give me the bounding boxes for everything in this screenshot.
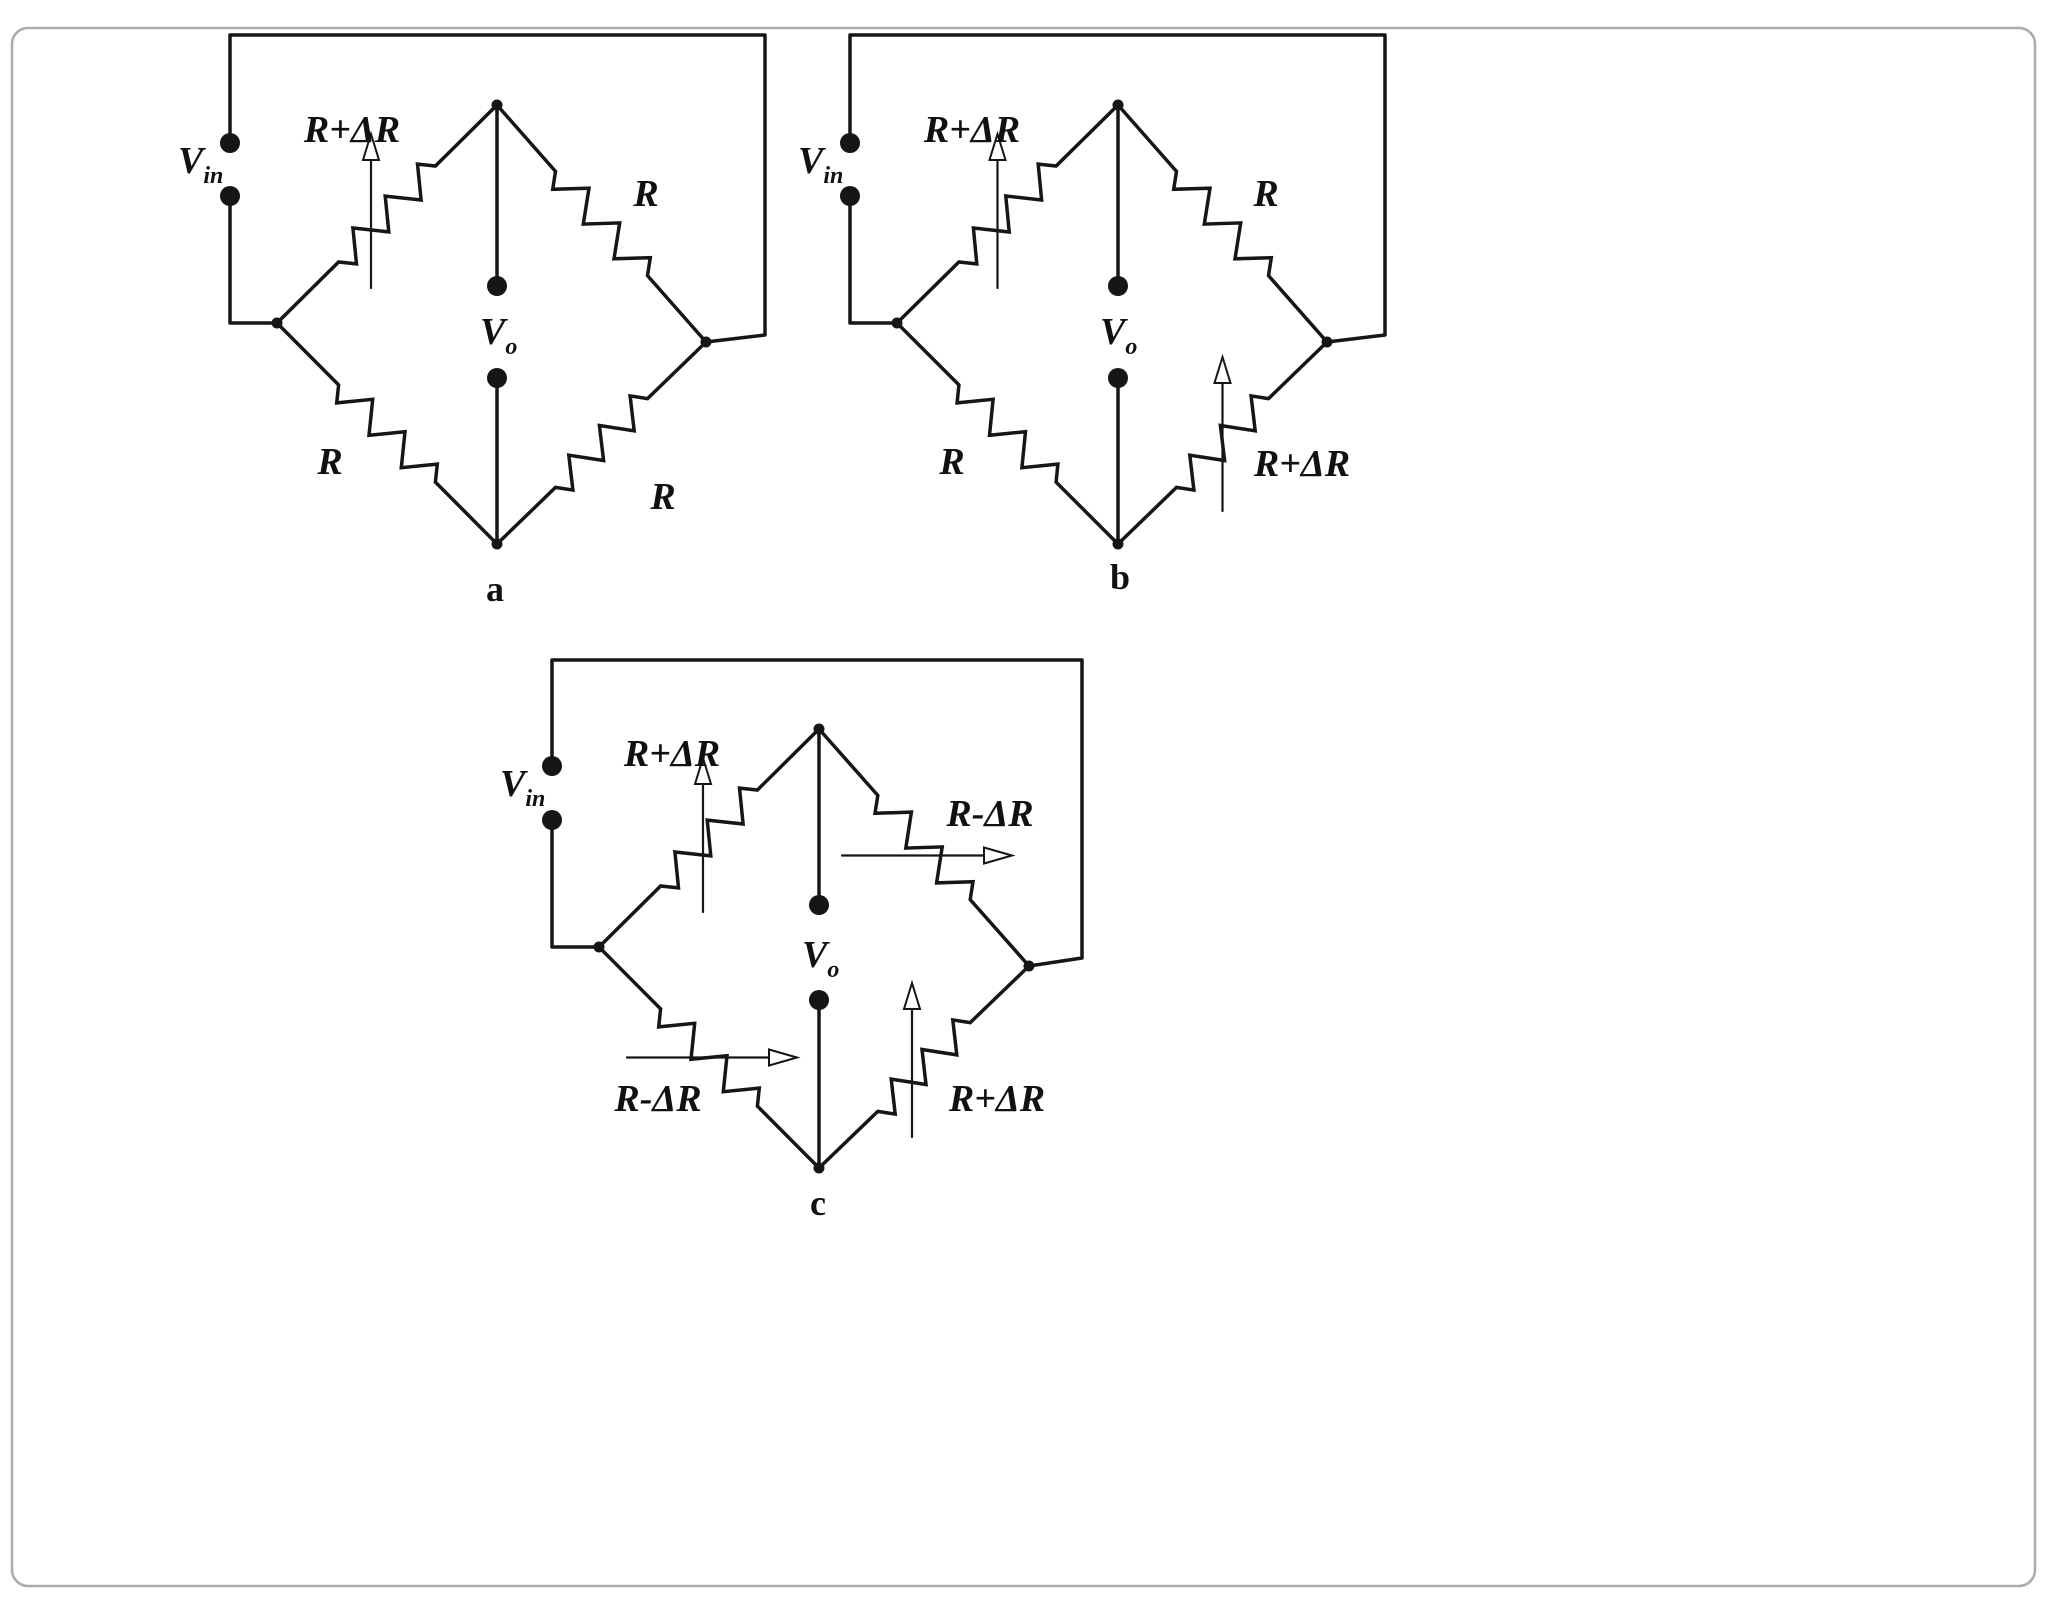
resistor-top-left (275, 103, 499, 325)
vo-terminal-dot (487, 276, 507, 296)
node-dot-right (700, 336, 712, 348)
wire (848, 194, 899, 325)
vo-label: Vo (480, 311, 517, 360)
vo-terminal-dot (487, 368, 507, 388)
vin-terminal-dot (220, 133, 240, 153)
wire (228, 33, 767, 344)
arrow-head-wiper-arrow-bottom-right (1213, 353, 1232, 384)
resistor-label-bottom-right: R+ΔR (948, 1078, 1045, 1120)
wire (550, 658, 1084, 968)
resistor-label-bottom-left: R (316, 441, 342, 483)
arrow-head-wiper-arrow-bottom-left (768, 1048, 801, 1067)
resistor-top-left (895, 103, 1120, 325)
resistor-top-left (597, 727, 821, 949)
arrow-head-wiper-arrow-top-right (983, 846, 1016, 865)
arrow-head-wiper-arrow-bottom-right (902, 979, 922, 1010)
figure-border (10, 26, 2037, 1588)
vin-terminal-dot (542, 810, 562, 830)
resistor-label-bottom-left: R-ΔR (613, 1078, 701, 1120)
vo-terminal-dot (1108, 368, 1128, 388)
subfigure-caption: a (486, 569, 504, 609)
vo-terminal-dot (809, 895, 829, 915)
resistor-label-bottom-left: R (938, 441, 964, 483)
bridge-a: Vin Vo R+ΔR R R R a (178, 33, 767, 609)
vo-label: Vo (1100, 311, 1137, 360)
bridge-b-circuit (840, 33, 1387, 550)
resistor-label-top-left: R+ΔR (303, 109, 400, 151)
wire (848, 33, 1387, 344)
resistor-label-bottom-right: R (649, 476, 675, 518)
resistor-bottom-right (495, 340, 708, 546)
resistor-bottom-left (895, 321, 1120, 546)
subfigure-caption: c (810, 1183, 826, 1223)
node-dot-bottom (1112, 538, 1124, 550)
wire (550, 818, 601, 949)
vin-label: Vin (798, 140, 843, 189)
node-dot-left (891, 317, 903, 329)
vin-label: Vin (178, 140, 223, 189)
node-dot-bottom (491, 538, 503, 550)
vin-terminal-dot (220, 186, 240, 206)
resistor-label-top-left: R+ΔR (923, 109, 1020, 151)
node-dot-top (1112, 99, 1124, 111)
node-dot-right (1321, 336, 1333, 348)
resistor-bottom-right (817, 964, 1031, 1170)
vo-label: Vo (802, 934, 839, 983)
resistor-bottom-left (275, 321, 499, 546)
vin-terminal-dot (542, 756, 562, 776)
resistor-top-right (817, 727, 1031, 968)
bridge-c-circuit (542, 658, 1084, 1174)
resistor-label-top-left: R+ΔR (623, 733, 720, 775)
vin-label: Vin (500, 763, 545, 812)
vin-terminal-dot (840, 186, 860, 206)
resistor-top-right (1116, 103, 1329, 344)
wire (228, 194, 279, 325)
node-dot-left (271, 317, 283, 329)
node-dot-top (491, 99, 503, 111)
resistor-label-bottom-right: R+ΔR (1253, 443, 1350, 485)
vo-terminal-dot (809, 990, 829, 1010)
resistor-top-right (495, 103, 708, 344)
bridge-b: Vin Vo R+ΔR R R R+ΔR b (798, 33, 1387, 597)
bridge-a-circuit (220, 33, 767, 550)
vin-terminal-dot (840, 133, 860, 153)
node-dot-top (813, 723, 825, 735)
bridge-c: Vin Vo R+ΔR R-ΔR R-ΔR R+ΔR c (500, 658, 1084, 1223)
arrow-head-wiper-arrow-top-left (988, 130, 1007, 161)
node-dot-bottom (813, 1162, 825, 1174)
node-dot-left (593, 941, 605, 953)
node-dot-right (1023, 960, 1035, 972)
arrow-head-wiper-arrow-top-left (361, 130, 381, 161)
resistor-label-top-right: R (1252, 173, 1278, 215)
resistor-label-top-right: R (632, 173, 658, 215)
subfigure-caption: b (1110, 557, 1130, 597)
vo-terminal-dot (1108, 276, 1128, 296)
resistor-label-top-right: R-ΔR (945, 793, 1033, 835)
arrow-head-wiper-arrow-top-left (693, 754, 713, 785)
